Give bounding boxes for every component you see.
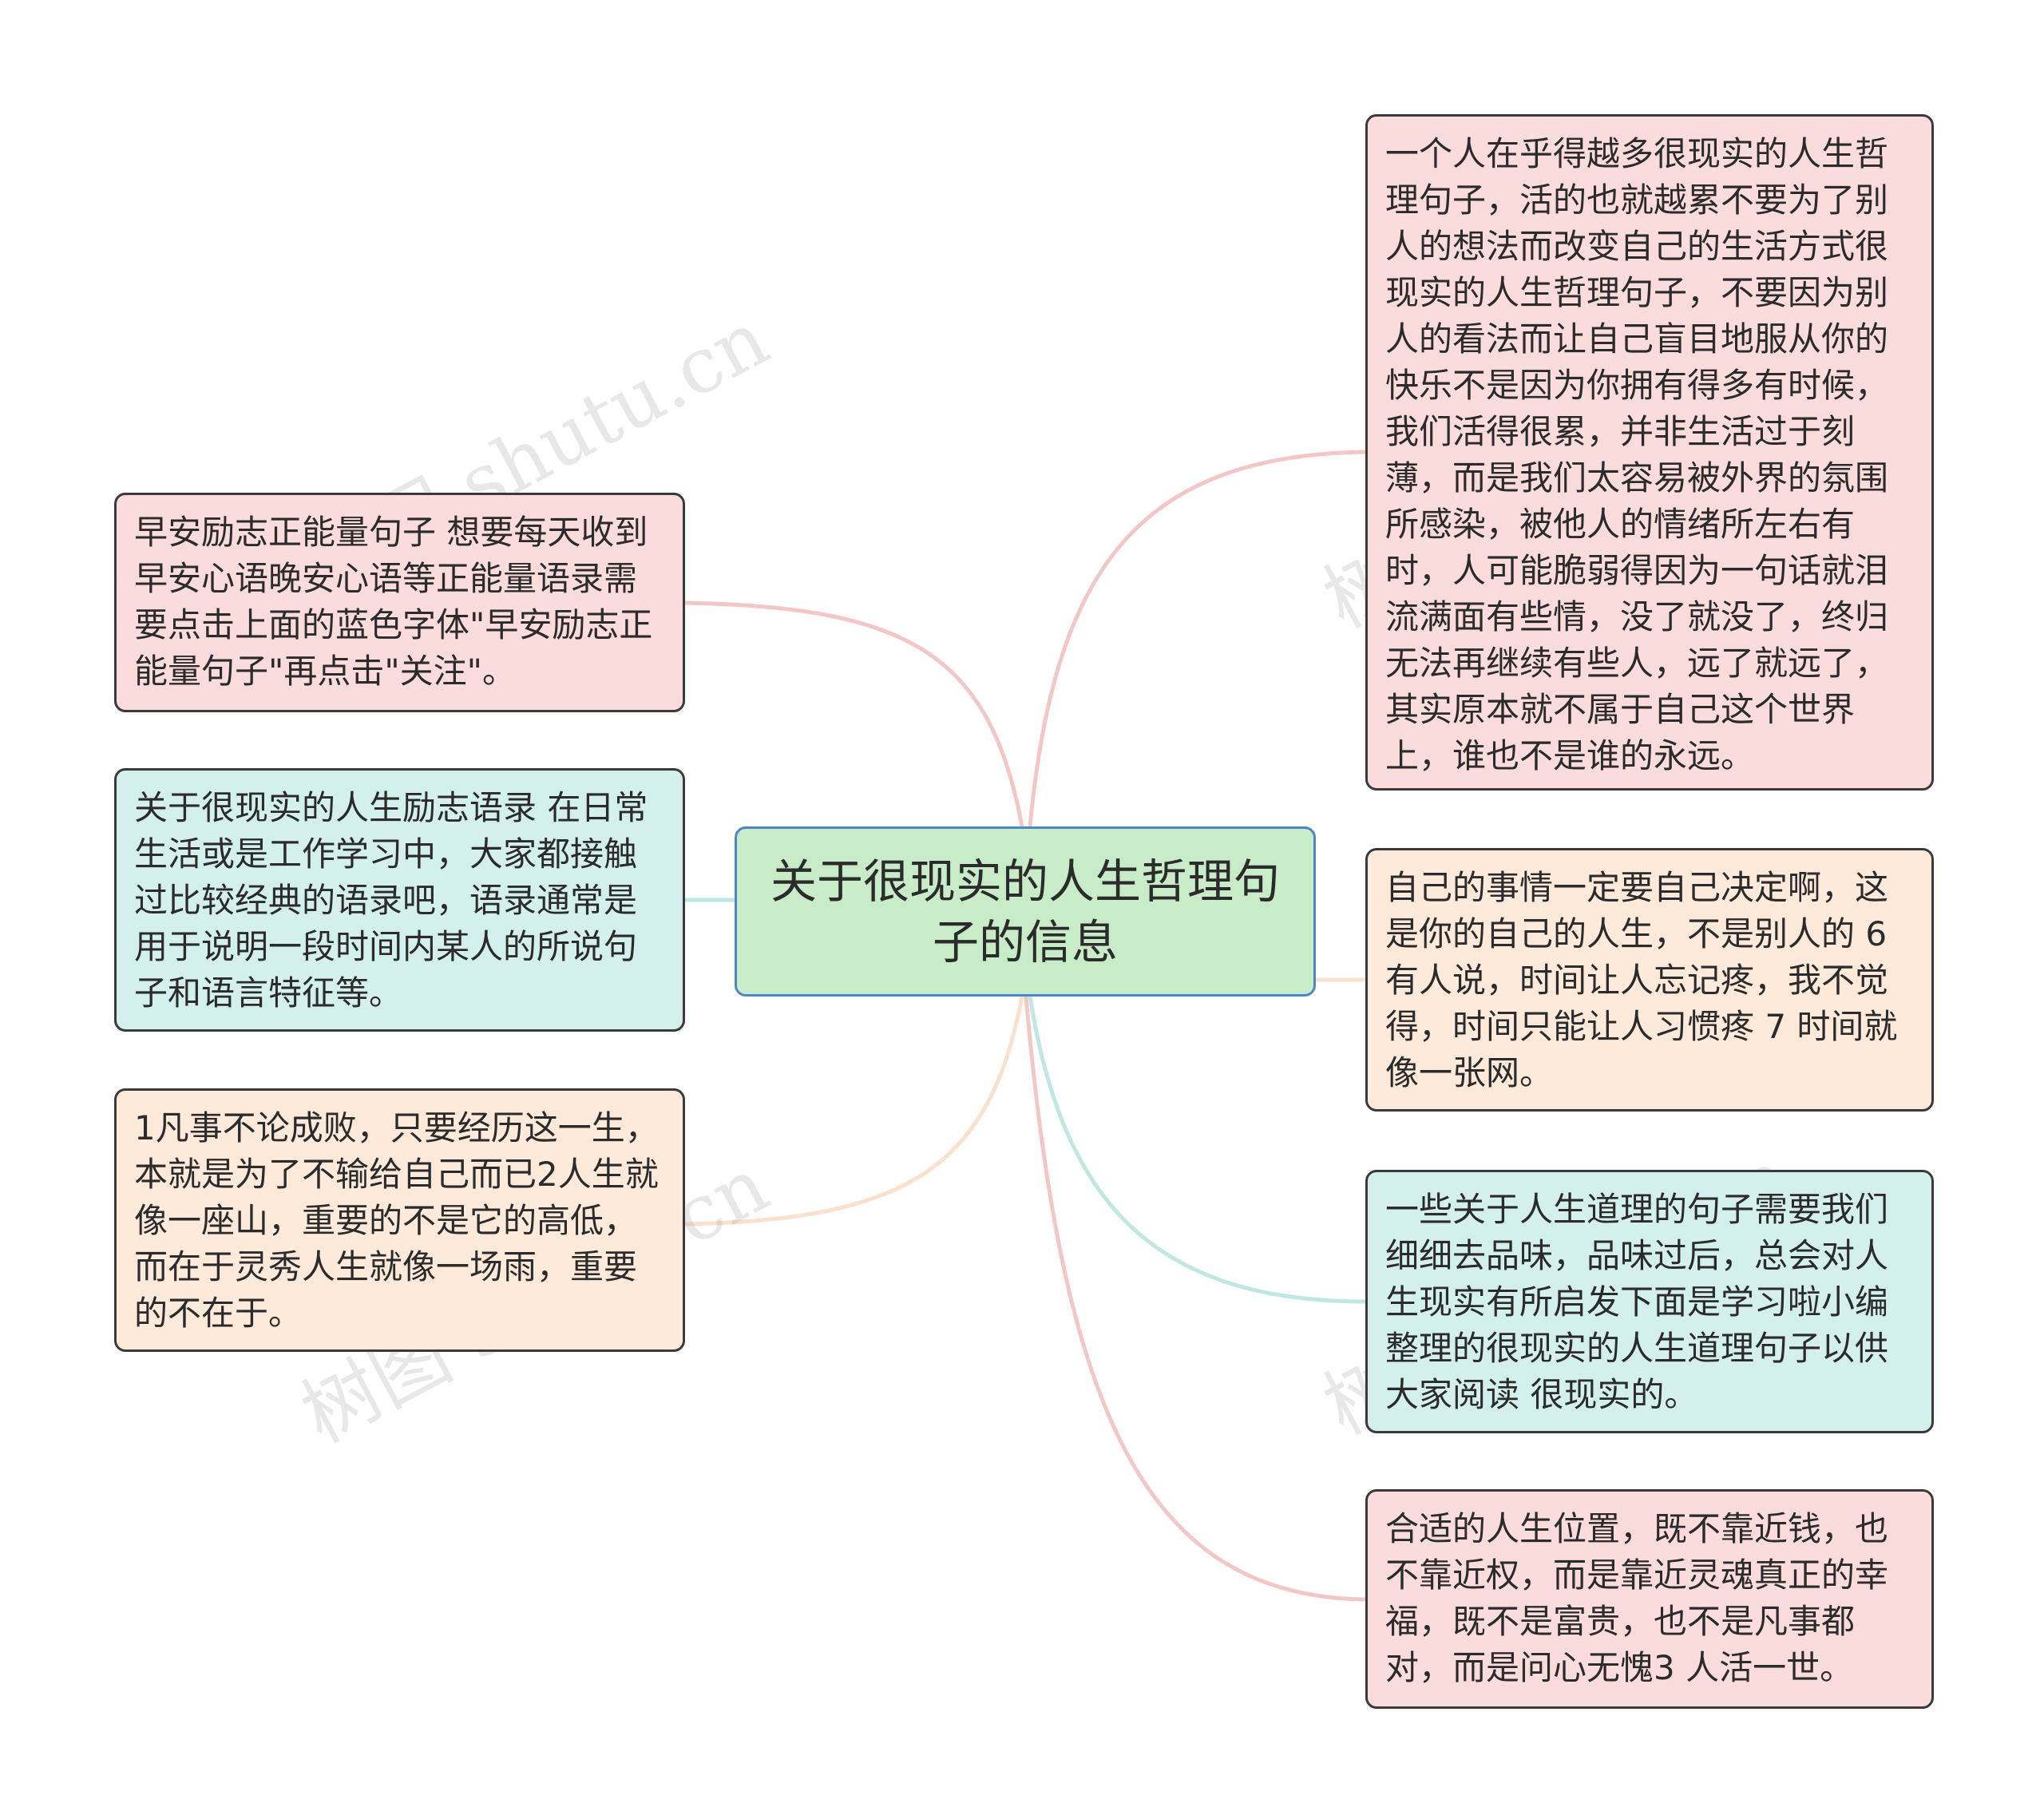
topic-text: 一些关于人生道理的句子需要我们细细去品味，品味过后，总会对人生现实有所启发下面是… bbox=[1385, 1190, 1889, 1414]
topic-node-right-4[interactable]: 合适的人生位置，既不靠近钱，也不靠近权，而是靠近灵魂真正的幸福，既不是富贵，也不… bbox=[1365, 1489, 1934, 1709]
connector-left-1 bbox=[684, 600, 1024, 827]
central-topic[interactable]: 关于很现实的人生哲理句子的信息 bbox=[735, 826, 1316, 997]
topic-node-left-1[interactable]: 早安励志正能量句子 想要每天收到早安心语晚安心语等正能量语录需要点击上面的蓝色字… bbox=[114, 493, 685, 712]
topic-text: 早安励志正能量句子 想要每天收到早安心语晚安心语等正能量语录需要点击上面的蓝色字… bbox=[134, 513, 653, 691]
topic-node-right-2[interactable]: 自己的事情一定要自己决定啊，这是你的自己的人生，不是别人的 6 有人说，时间让人… bbox=[1365, 848, 1934, 1112]
topic-node-left-2[interactable]: 关于很现实的人生励志语录 在日常生活或是工作学习中，大家都接触过比较经典的语录吧… bbox=[114, 768, 685, 1032]
connector-left-3 bbox=[684, 996, 1024, 1227]
connector-right-1 bbox=[1028, 450, 1366, 827]
topic-text: 一个人在乎得越多很现实的人生哲理句子，活的也就越累不要为了别人的想法而改变自己的… bbox=[1385, 134, 1889, 775]
topic-text: 关于很现实的人生励志语录 在日常生活或是工作学习中，大家都接触过比较经典的语录吧… bbox=[134, 788, 648, 1013]
topic-text: 1凡事不论成败，只要经历这一生，本就是为了不输给自己而已2人生就像一座山，重要的… bbox=[134, 1108, 659, 1333]
topic-node-right-1[interactable]: 一个人在乎得越多很现实的人生哲理句子，活的也就越累不要为了别人的想法而改变自己的… bbox=[1365, 114, 1934, 791]
connector-right-3 bbox=[1028, 996, 1366, 1304]
central-topic-label: 关于很现实的人生哲理句子的信息 bbox=[770, 854, 1280, 969]
topic-text: 合适的人生位置，既不靠近钱，也不靠近权，而是靠近灵魂真正的幸福，既不是富贵，也不… bbox=[1385, 1509, 1889, 1687]
connector-right-4 bbox=[1024, 996, 1366, 1602]
topic-node-left-3[interactable]: 1凡事不论成败，只要经历这一生，本就是为了不输给自己而已2人生就像一座山，重要的… bbox=[114, 1088, 685, 1352]
topic-text: 自己的事情一定要自己决定啊，这是你的自己的人生，不是别人的 6 有人说，时间让人… bbox=[1385, 868, 1898, 1092]
topic-node-right-3[interactable]: 一些关于人生道理的句子需要我们细细去品味，品味过后，总会对人生现实有所启发下面是… bbox=[1365, 1170, 1934, 1433]
